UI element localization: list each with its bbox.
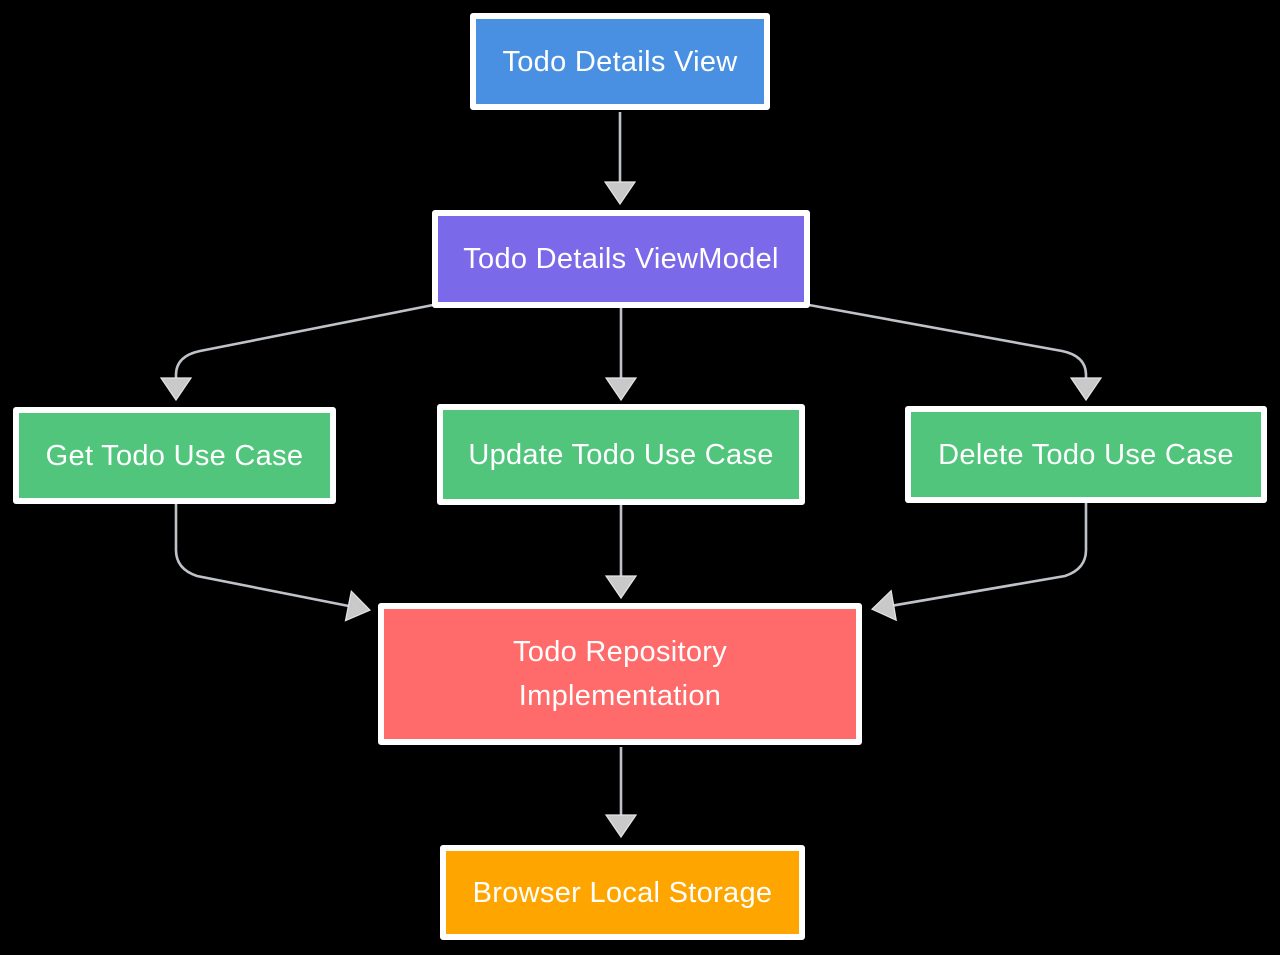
edge-viewmodel-to-get [176,303,434,399]
node-todo-details-viewmodel: Todo Details ViewModel [432,210,810,308]
node-update-todo-use-case: Update Todo Use Case [437,404,805,505]
node-delete-todo-use-case: Delete Todo Use Case [905,406,1267,503]
node-get-todo-use-case: Get Todo Use Case [13,407,336,504]
node-todo-details-viewmodel-label: Todo Details ViewModel [463,243,779,275]
edge-delete-to-repository [873,503,1088,609]
node-todo-repository-implementation-label: Todo Repository Implementation [512,636,728,712]
edge-viewmodel-to-delete [808,303,1086,399]
edge-get-to-repository [174,504,369,610]
node-browser-local-storage-label: Browser Local Storage [472,876,773,909]
node-get-todo-use-case-label: Get Todo Use Case [45,439,304,472]
node-browser-local-storage: Browser Local Storage [440,845,805,940]
edge-group [176,112,1086,836]
node-delete-todo-use-case-label: Delete Todo Use Case [938,438,1234,471]
node-todo-details-view-label: Todo Details View [502,45,738,78]
node-todo-repository-implementation: Todo Repository Implementation [378,603,862,745]
node-todo-details-view: Todo Details View [470,13,770,110]
node-update-todo-use-case-label: Update Todo Use Case [468,438,774,471]
